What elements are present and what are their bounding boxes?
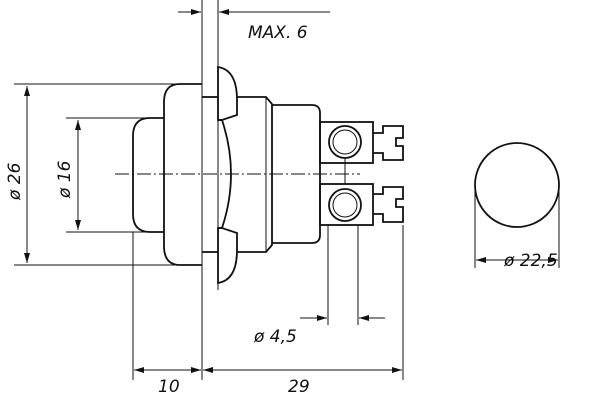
button-diameter-label: ø 16 [55, 160, 75, 199]
thread-body [237, 96, 273, 253]
nut-middle [218, 119, 232, 229]
body-length-label: 29 [288, 377, 310, 397]
terminal-hole-bottom [328, 188, 362, 222]
max-thickness-label: MAX. 6 [248, 23, 308, 43]
rear-body [272, 104, 321, 244]
button-length-label: 10 [158, 377, 180, 397]
terminal-hole-top [328, 125, 362, 159]
screw-top [373, 125, 404, 161]
nut-bottom [217, 227, 238, 285]
nut-top [217, 65, 238, 121]
screw-bottom [373, 186, 404, 223]
terminal-top [319, 121, 374, 164]
front-diameter-label: ø 22,5 [503, 251, 558, 271]
cap-outline [163, 83, 202, 266]
button-outline [132, 117, 164, 233]
terminal-bottom [319, 183, 374, 226]
front-view: ø 22,5 [474, 142, 560, 271]
dimensions: ø 26 ø 16 MAX. 6 ø 4,5 10 29 [5, 8, 404, 397]
terminal-spacing-label: ø 4,5 [253, 327, 297, 347]
side-view [115, 0, 404, 380]
front-circle [474, 142, 560, 228]
cap-diameter-label: ø 26 [5, 162, 25, 201]
